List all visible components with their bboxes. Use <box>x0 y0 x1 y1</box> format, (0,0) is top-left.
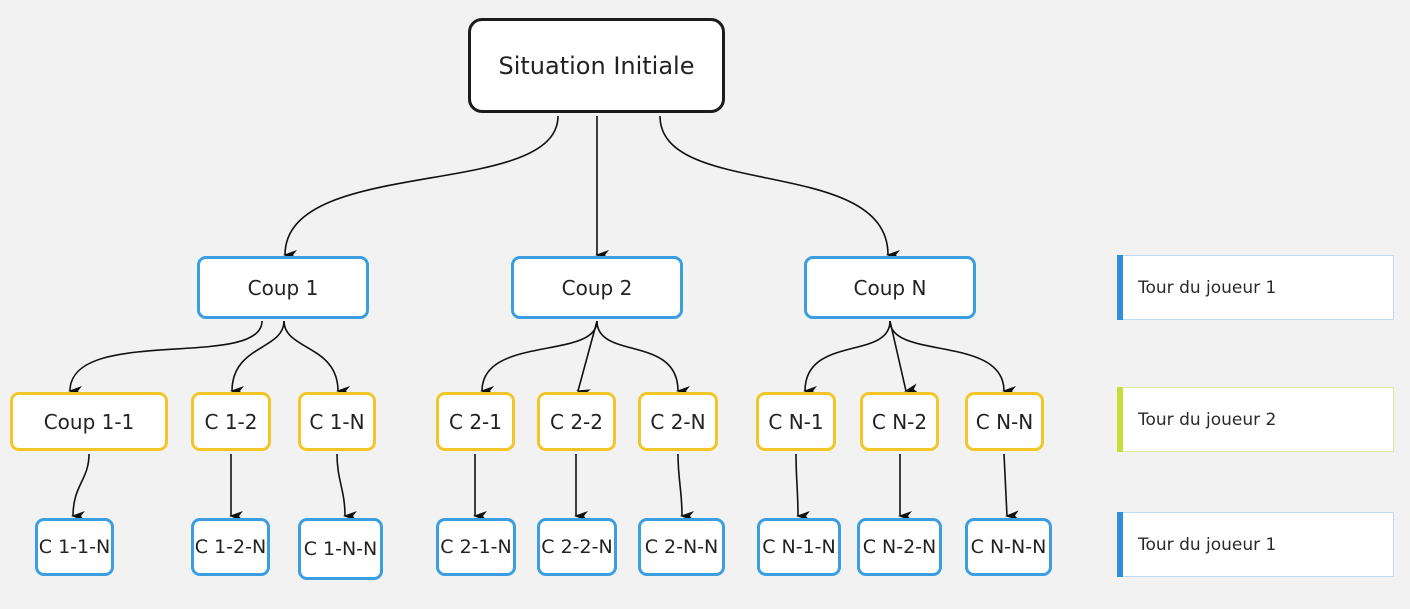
edge-c2n-c2nn <box>677 453 695 521</box>
node-label: Coup 2 <box>561 275 633 300</box>
node-label: C 2-2 <box>550 409 603 434</box>
node-c-n-2[interactable]: C N-2 <box>860 392 939 451</box>
edge-coup2-c21 <box>480 320 598 397</box>
node-c-n-1-n[interactable]: C N-1-N <box>757 518 841 576</box>
node-c-n-n-n[interactable]: C N-N-N <box>965 518 1052 576</box>
legend-label: Tour du joueur 1 <box>1138 534 1277 555</box>
node-label: C N-1-N <box>762 536 836 558</box>
node-label: Situation Initiale <box>498 51 695 80</box>
node-label: Coup 1 <box>247 275 319 300</box>
edge-root-coupN <box>659 115 901 260</box>
node-c-2-2[interactable]: C 2-2 <box>537 392 616 451</box>
node-label: C 1-N <box>309 409 365 434</box>
legend-label: Tour du joueur 2 <box>1138 409 1277 430</box>
node-label: C N-1 <box>768 409 824 434</box>
edge-coup1-c11 <box>68 320 263 397</box>
node-c-2-1-n[interactable]: C 2-1-N <box>436 518 516 576</box>
node-c-1-1-n[interactable]: C 1-1-N <box>35 518 114 576</box>
node-coup-n[interactable]: Coup N <box>804 256 976 319</box>
node-c-n-1[interactable]: C N-1 <box>756 392 836 451</box>
legend-tour-joueur-2: Tour du joueur 2 <box>1117 387 1394 452</box>
edge-cnn-cnnn <box>1003 453 1020 521</box>
node-c-2-1[interactable]: C 2-1 <box>436 392 515 451</box>
node-label: C 2-1 <box>449 409 502 434</box>
node-c-2-n-n[interactable]: C 2-N-N <box>638 518 725 576</box>
edge-coupN-cn2 <box>889 320 919 394</box>
node-label: C N-N <box>975 409 1034 434</box>
node-c-1-2[interactable]: C 1-2 <box>191 392 271 451</box>
edge-cn1-cn1n <box>795 453 811 521</box>
edge-coup1-c12 <box>230 320 285 397</box>
node-label: Coup N <box>853 275 927 300</box>
node-label: C N-2-N <box>862 536 937 558</box>
node-c-2-n[interactable]: C 2-N <box>638 392 718 451</box>
node-coup-1-1[interactable]: Coup 1-1 <box>10 392 168 451</box>
edge-c1n-c1nn <box>336 453 358 521</box>
legend-tour-joueur-1-top: Tour du joueur 1 <box>1117 255 1394 320</box>
edge-c11-c11n <box>71 453 90 522</box>
node-label: C 1-2-N <box>194 536 267 558</box>
edge-coupN-cnn <box>889 320 1017 396</box>
node-c-1-2-n[interactable]: C 1-2-N <box>191 518 270 576</box>
node-label: C 2-N-N <box>644 536 719 558</box>
node-label: C 1-2 <box>204 409 258 434</box>
edge-root-coup1 <box>283 115 559 261</box>
node-c-n-2-n[interactable]: C N-2-N <box>857 518 942 576</box>
node-label: C N-N-N <box>970 536 1047 558</box>
node-coup-2[interactable]: Coup 2 <box>511 256 683 319</box>
legend-label: Tour du joueur 1 <box>1138 277 1277 298</box>
node-c-1-n[interactable]: C 1-N <box>298 392 376 451</box>
node-coup-1[interactable]: Coup 1 <box>197 256 369 319</box>
node-label: Coup 1-1 <box>43 409 135 434</box>
legend-tour-joueur-1-bottom: Tour du joueur 1 <box>1117 512 1394 577</box>
node-label: C 2-1-N <box>440 536 512 558</box>
node-c-2-2-n[interactable]: C 2-2-N <box>537 518 617 576</box>
node-label: C 2-2-N <box>541 536 613 558</box>
legend-color-bar <box>1117 255 1123 320</box>
edge-coup1-c1n <box>283 320 351 396</box>
node-label: C N-2 <box>871 409 928 434</box>
legend-color-bar <box>1117 512 1123 577</box>
node-label: C 1-N-N <box>303 538 378 560</box>
edge-coup2-c22 <box>576 320 598 399</box>
node-label: C 1-1-N <box>38 536 111 558</box>
node-label: C 2-N <box>650 409 706 434</box>
node-c-n-n[interactable]: C N-N <box>965 392 1044 451</box>
node-c-1-n-n[interactable]: C 1-N-N <box>298 518 383 580</box>
legend-color-bar <box>1117 387 1123 452</box>
node-situation-initiale[interactable]: Situation Initiale <box>468 18 725 113</box>
edge-coup2-c2n <box>596 320 691 396</box>
edge-coupN-cn1 <box>803 320 891 397</box>
